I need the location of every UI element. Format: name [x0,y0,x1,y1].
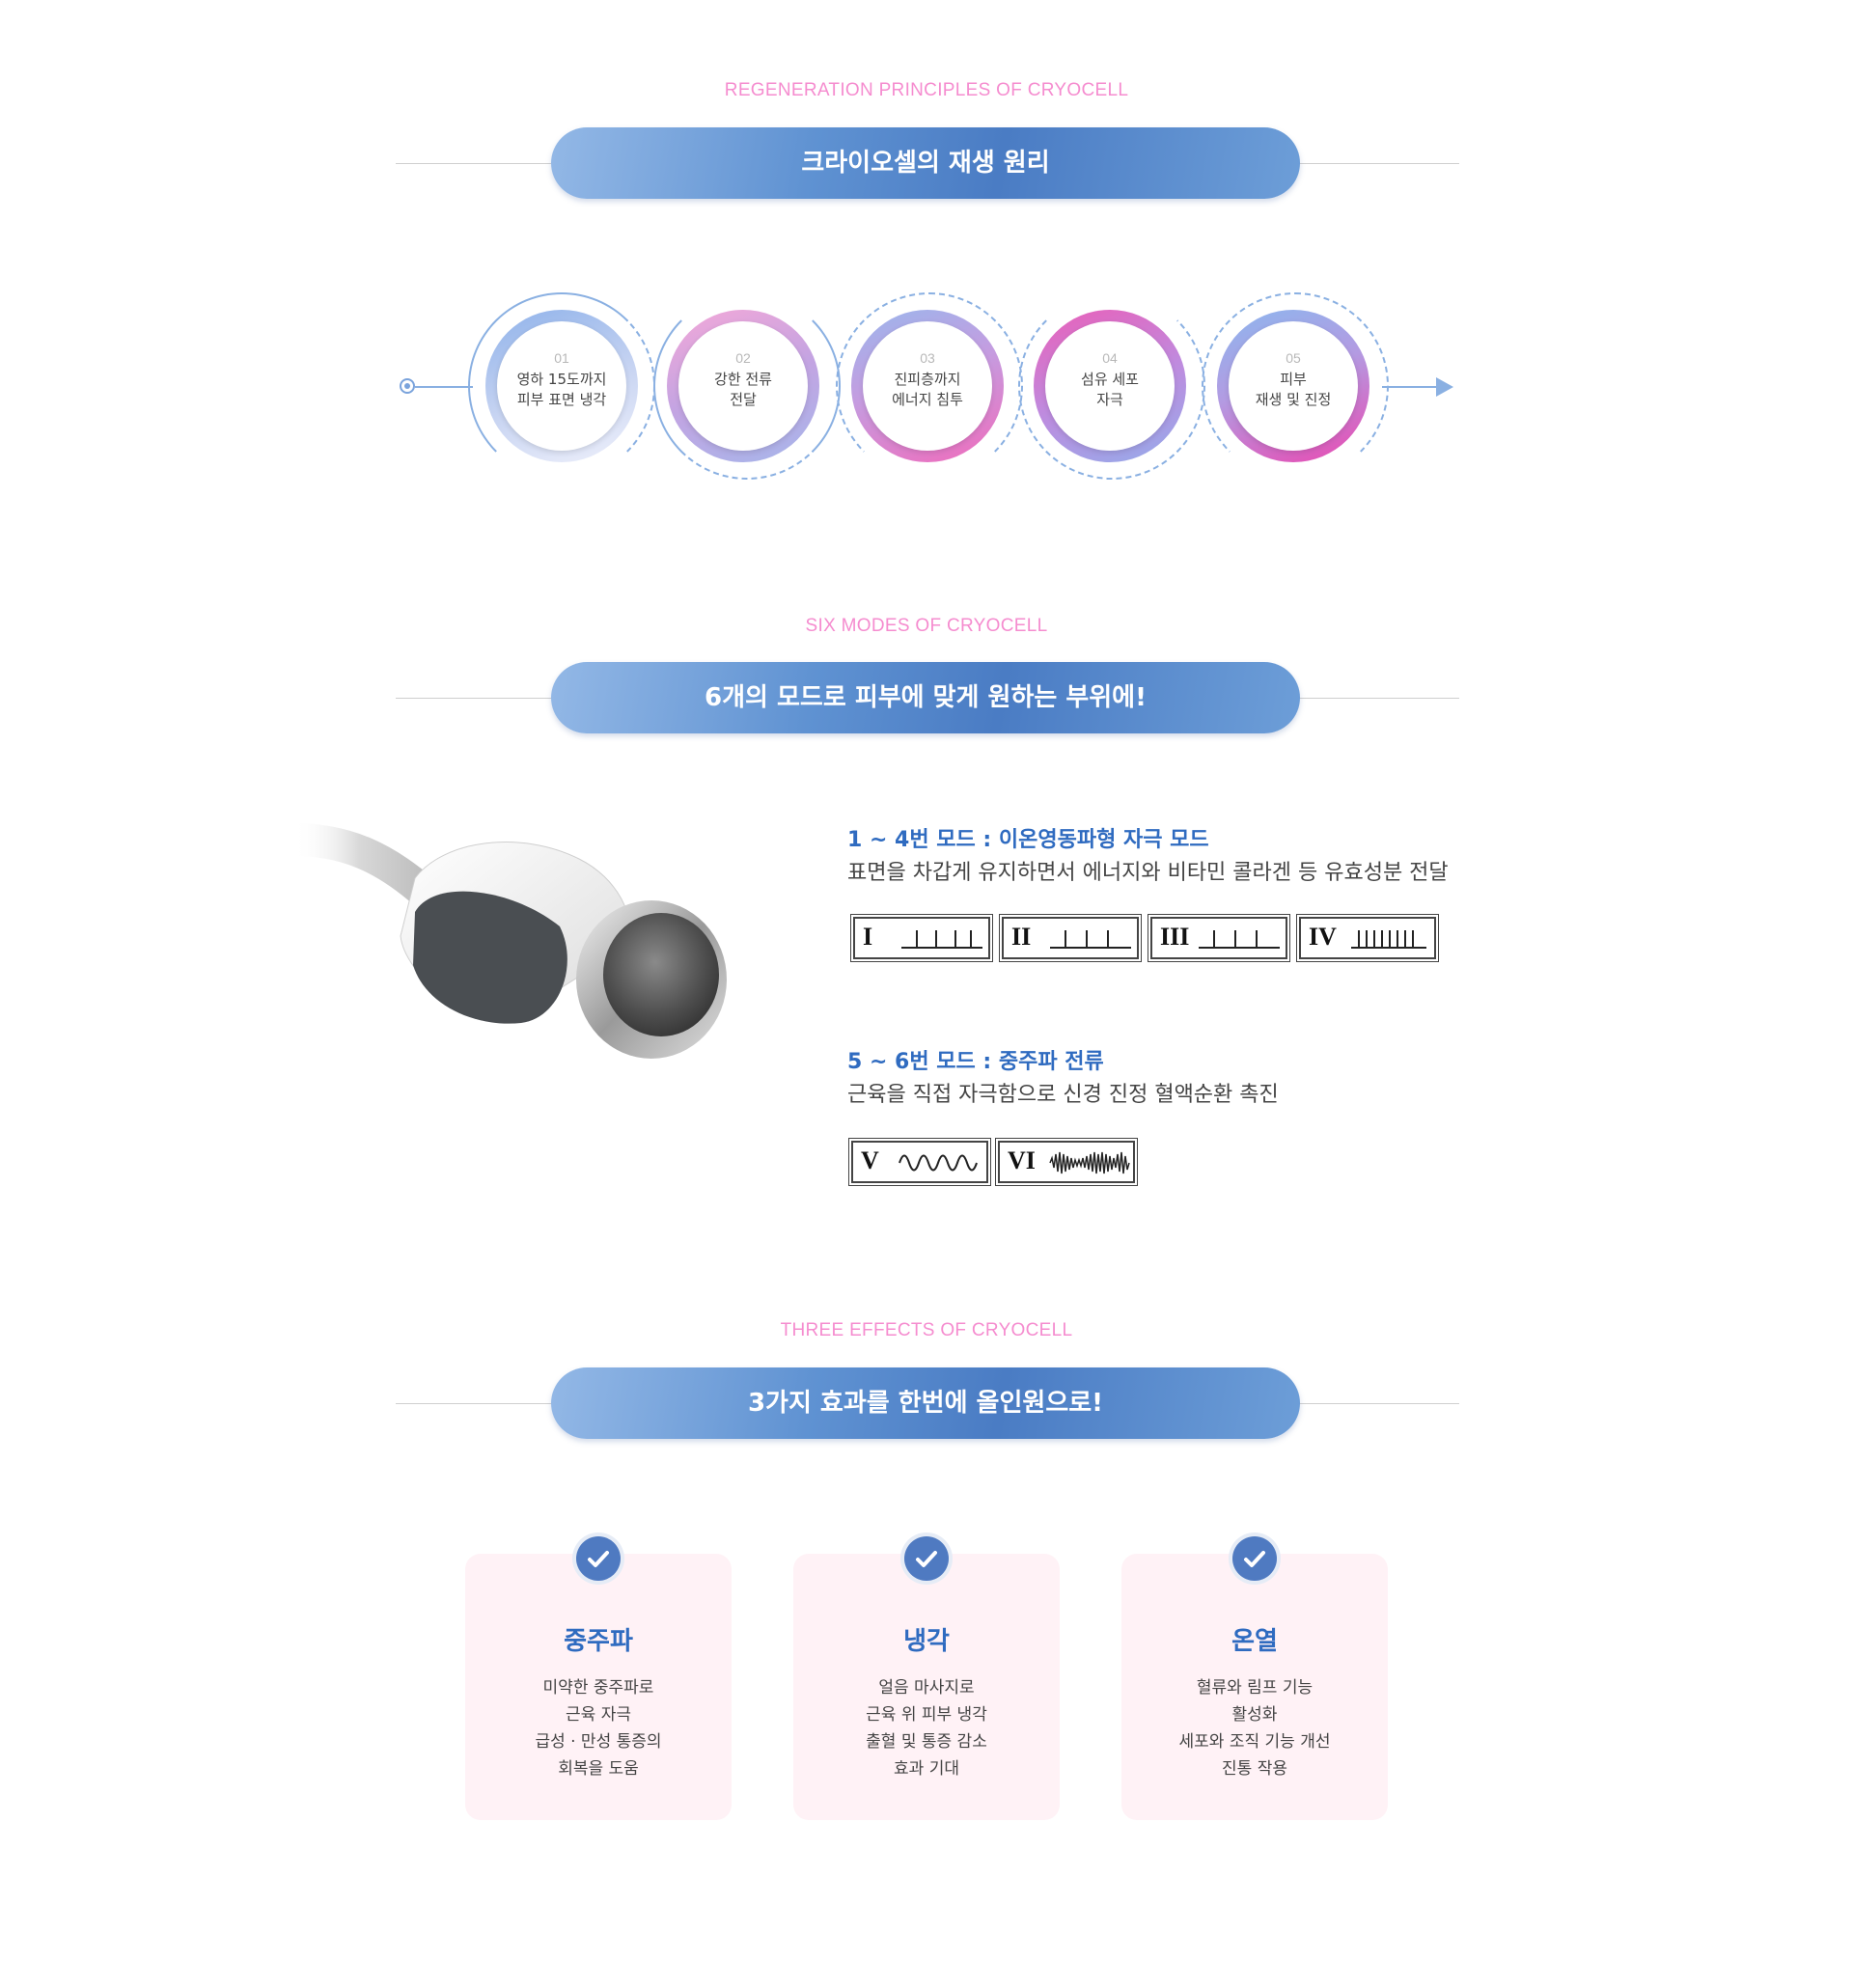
pulse-wave-icon [901,930,982,949]
flow-start-icon [400,378,415,394]
principles-eyebrow: REGENERATION PRINCIPLES OF CRYOCELL [724,80,1129,100]
wave-mode-label: III [1160,923,1190,951]
effect-desc-line: 근육 자극 [566,1705,631,1725]
modes-title: 6개의 모드로 피부에 맞게 원하는 부위에! [551,662,1300,733]
flow-arc-5 [1202,292,1389,480]
mode-group2-title: 5 ~ 6번 모드 : 중주파 전류 [847,1050,1104,1074]
mode-group1-title: 1 ~ 4번 모드 : 이온영동파형 자극 모드 [847,828,1209,852]
pulse-wave-icon [1050,930,1131,949]
modulated-wave-icon [1049,1151,1130,1174]
effect-card-2: 냉각 얼음 마사지로 근육 위 피부 냉각 출혈 및 통증 감소 효과 기대 [793,1554,1060,1820]
effect-desc-line: 세포와 조직 기능 개선 [1178,1732,1331,1752]
effect-card-1: 중주파 미약한 중주파로 근육 자극 급성 · 만성 통증의 회복을 도움 [465,1554,732,1820]
mode-group1-description: 표면을 차갑게 유지하면서 에너지와 비타민 콜라겐 등 유효성분 전달 [847,861,1449,885]
wave-mode-4: IV [1296,914,1439,962]
flow-line-end [1382,386,1440,388]
step-number: 02 [735,350,751,366]
wave-mode-label: II [1011,923,1032,951]
wave-mode-5: V [848,1138,991,1186]
wave-mode-6: VI [995,1138,1138,1186]
principles-title: 크라이오셀의 재생 원리 [551,127,1300,199]
check-icon [1232,1536,1277,1581]
effect-title: 중주파 [564,1627,633,1656]
modes-eyebrow: SIX MODES OF CRYOCELL [805,616,1048,636]
wave-mode-2: II [999,914,1142,962]
effect-desc-line: 혈류와 림프 기능 [1196,1678,1314,1698]
effect-title: 온열 [1231,1627,1278,1656]
wave-mode-label: IV [1309,923,1337,951]
effect-desc-line: 미약한 중주파로 [542,1678,654,1698]
flow-line-start [415,386,473,388]
effect-title: 냉각 [903,1627,950,1656]
check-icon [904,1536,949,1581]
effect-desc-line: 회복을 도움 [558,1759,639,1779]
effect-desc-line: 활성화 [1231,1705,1278,1725]
effect-desc-line: 근육 위 피부 냉각 [866,1705,987,1725]
wave-mode-label: I [863,923,873,951]
step-number: 03 [920,350,935,366]
effects-title: 3가지 효과를 한번에 올인원으로! [551,1367,1300,1439]
wave-mode-label: V [861,1146,879,1174]
effect-desc-line: 효과 기대 [894,1759,959,1779]
mode-group2-description: 근육을 직접 자극함으로 신경 진정 혈액순환 촉진 [847,1083,1279,1107]
cryocell-handpiece-image [290,823,727,1059]
sine-wave-icon [899,1154,978,1172]
step-number: 04 [1102,350,1118,366]
wave-mode-1: I [850,914,993,962]
effects-eyebrow: THREE EFFECTS OF CRYOCELL [780,1320,1073,1340]
pulse-wave-icon [1351,930,1426,949]
effect-card-3: 온열 혈류와 림프 기능 활성화 세포와 조직 기능 개선 진통 작용 [1121,1554,1388,1820]
wave-mode-3: III [1148,914,1290,962]
effect-desc-line: 얼음 마사지로 [878,1678,975,1698]
check-icon [576,1536,621,1581]
step-number: 05 [1286,350,1301,366]
wave-mode-label: VI [1008,1146,1036,1174]
effect-desc-line: 급성 · 만성 통증의 [535,1732,662,1752]
flow-arrow-icon [1436,377,1453,397]
effect-desc-line: 출혈 및 통증 감소 [866,1732,987,1752]
effect-desc-line: 진통 작용 [1222,1759,1287,1779]
step-number: 01 [554,350,569,366]
pulse-wave-icon [1199,930,1280,949]
